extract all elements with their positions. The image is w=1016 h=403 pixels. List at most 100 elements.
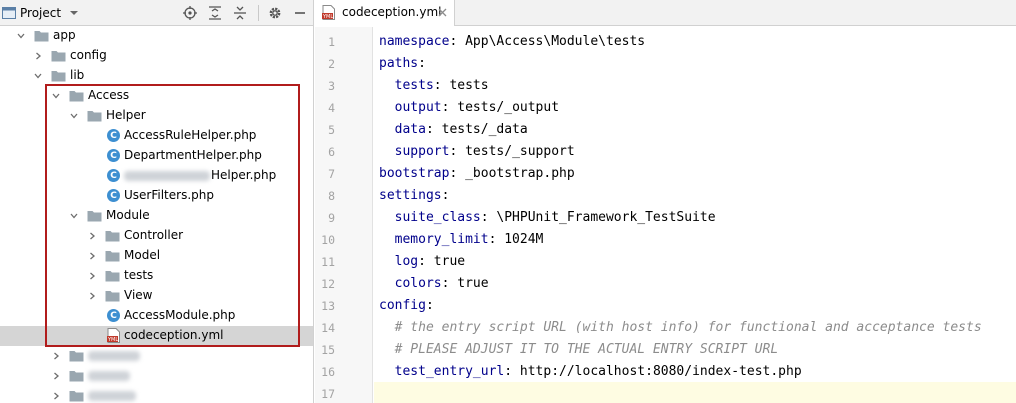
redacted-text xyxy=(124,171,210,181)
folder-icon xyxy=(51,71,66,82)
gear-icon xyxy=(269,7,281,19)
code-line: paths: xyxy=(379,56,426,71)
tree-item-access[interactable]: Access xyxy=(0,86,313,106)
code-line: suite_class: \PHPUnit_Framework_TestSuit… xyxy=(379,210,716,225)
tree-item-user-filters[interactable]: C UserFilters.php xyxy=(0,186,313,206)
tree-item-redacted-folder[interactable] xyxy=(0,386,313,403)
folder-icon xyxy=(87,111,102,122)
chevron-right-icon[interactable] xyxy=(33,51,43,61)
chevron-down-icon[interactable] xyxy=(69,211,79,221)
chevron-right-icon[interactable] xyxy=(87,231,97,241)
tab-label: codeception.yml xyxy=(342,5,442,19)
php-class-icon: C xyxy=(107,149,120,162)
project-window-icon xyxy=(2,7,16,19)
code-line: settings: xyxy=(379,188,449,203)
chevron-right-icon[interactable] xyxy=(51,391,61,401)
yaml-key: memory_limit xyxy=(379,232,489,247)
tree-item-label: Module xyxy=(106,208,150,222)
chevron-down-icon[interactable] xyxy=(69,111,79,121)
chevron-right-icon[interactable] xyxy=(51,371,61,381)
tree-item-lib[interactable]: lib xyxy=(0,66,313,86)
tree-item-model[interactable]: Model xyxy=(0,246,313,266)
yaml-key: settings xyxy=(379,188,442,203)
locate-button[interactable] xyxy=(180,0,200,26)
tree-item-label: View xyxy=(124,288,153,302)
project-view-selector[interactable]: Project xyxy=(0,0,90,26)
line-number: 11 xyxy=(321,255,335,269)
tree-item-redacted-folder[interactable] xyxy=(0,366,313,386)
redacted-text xyxy=(88,371,130,381)
tree-item-redacted-helper[interactable]: C Helper.php xyxy=(0,166,313,186)
tree-item-tests[interactable]: tests xyxy=(0,266,313,286)
yaml-key: paths xyxy=(379,56,419,71)
code-line: data: tests/_data xyxy=(379,122,528,137)
redacted-text xyxy=(88,391,136,401)
chevron-right-icon[interactable] xyxy=(87,271,97,281)
yaml-value: : tests xyxy=(433,78,489,93)
collapse-all-icon xyxy=(234,6,246,20)
tree-item-redacted-folder[interactable] xyxy=(0,346,313,366)
chevron-down-icon[interactable] xyxy=(16,31,26,41)
tree-item-helper[interactable]: Helper xyxy=(0,106,313,126)
yaml-key: colors xyxy=(379,276,442,291)
tree-item-label: app xyxy=(53,28,76,42)
chevron-right-icon[interactable] xyxy=(51,351,61,361)
project-title: Project xyxy=(20,6,62,20)
tree-item-department-helper[interactable]: C DepartmentHelper.php xyxy=(0,146,313,166)
line-number: 14 xyxy=(321,321,335,335)
yml-file-icon: YML xyxy=(322,5,335,20)
settings-button[interactable] xyxy=(265,0,285,26)
chevron-down-icon[interactable] xyxy=(33,71,43,81)
project-toolbar: Project xyxy=(0,0,313,26)
yaml-value: : xyxy=(425,298,434,313)
code-line: # PLEASE ADJUST IT TO THE ACTUAL ENTRY S… xyxy=(379,342,779,357)
hide-button[interactable] xyxy=(290,0,310,26)
tree-item-module[interactable]: Module xyxy=(0,206,313,226)
line-number: 9 xyxy=(328,211,335,225)
chevron-right-icon[interactable] xyxy=(87,251,97,261)
tree-item-label: tests xyxy=(124,268,154,282)
folder-icon xyxy=(69,351,84,362)
php-class-icon: C xyxy=(107,189,120,202)
line-number: 3 xyxy=(328,79,335,93)
folder-icon xyxy=(87,211,102,222)
chevron-down-icon[interactable] xyxy=(51,91,61,101)
tree-item-controller[interactable]: Controller xyxy=(0,226,313,246)
code-line: config: xyxy=(379,298,434,313)
code-comment: # PLEASE ADJUST IT TO THE ACTUAL ENTRY S… xyxy=(379,342,779,357)
tree-item-codeception-yml[interactable]: YML codeception.yml xyxy=(0,326,313,346)
code-line: namespace: App\Access\Module\tests xyxy=(379,34,645,49)
yaml-key: data xyxy=(379,122,426,137)
folder-icon xyxy=(51,51,66,62)
tree-item-access-module[interactable]: C AccessModule.php xyxy=(0,306,313,326)
code-comment: # the entry script URL (with host info) … xyxy=(379,320,982,335)
svg-text:YML: YML xyxy=(322,14,333,20)
code-line: output: tests/_output xyxy=(379,100,559,115)
expand-all-button[interactable] xyxy=(205,0,225,26)
line-number: 1 xyxy=(328,35,335,49)
chevron-right-icon[interactable] xyxy=(87,291,97,301)
yaml-key: test_entry_url xyxy=(379,364,505,379)
close-icon[interactable] xyxy=(437,7,448,18)
line-number: 15 xyxy=(321,343,335,357)
tree-item-access-rule-helper[interactable]: C AccessRuleHelper.php xyxy=(0,126,313,146)
code-area[interactable]: namespace: App\Access\Module\tests paths:… xyxy=(374,27,1016,403)
tab-codeception-yml[interactable]: YML codeception.yml xyxy=(315,0,455,26)
yaml-key: log xyxy=(379,254,419,269)
php-class-icon: C xyxy=(107,309,120,322)
tree-item-label: config xyxy=(70,48,107,62)
php-class-icon: C xyxy=(107,169,120,182)
collapse-all-button[interactable] xyxy=(230,0,250,26)
line-number: 17 xyxy=(321,387,335,401)
tree-item-view[interactable]: View xyxy=(0,286,313,306)
tree-item-label: Access xyxy=(88,88,130,102)
tree-item-app[interactable]: app xyxy=(0,26,313,46)
expand-all-icon xyxy=(209,6,221,20)
chevron-down-icon[interactable] xyxy=(67,8,81,18)
yaml-value: : _bootstrap.php xyxy=(449,166,575,181)
yaml-value: : tests/_output xyxy=(441,100,560,115)
tree-item-config[interactable]: config xyxy=(0,46,313,66)
yaml-value: : xyxy=(441,188,450,203)
